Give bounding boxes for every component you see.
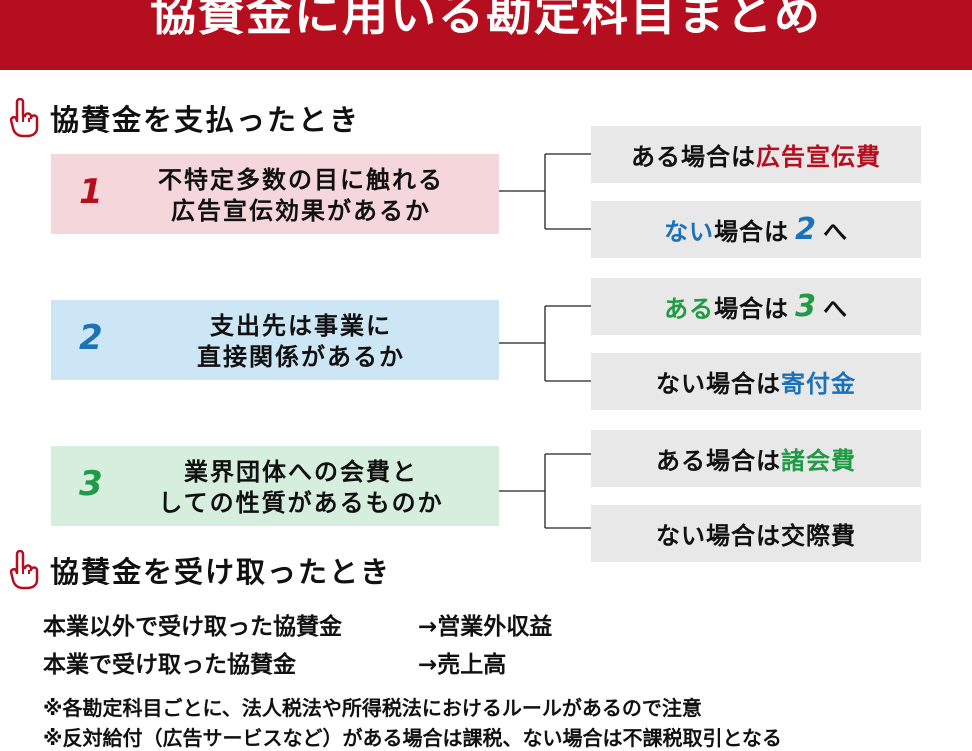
- section-heading-receiving: 協賛金を受け取ったとき: [8, 550, 391, 590]
- answer-prefix: ある: [656, 447, 706, 475]
- question-box-1: 1 不特定多数の目に触れる 広告宣伝効果があるか: [51, 154, 499, 234]
- answer-prefix: ある: [631, 143, 681, 171]
- question-number: 3: [79, 464, 103, 504]
- receiving-label: 本業以外で受け取った協賛金: [43, 614, 342, 640]
- answer-middle: 場合は: [706, 522, 781, 550]
- question-text: 支出先は事業に 直接関係があるか: [121, 311, 481, 373]
- question-box-2: 2 支出先は事業に 直接関係があるか: [51, 300, 499, 380]
- question-line-1: 業界団体への会費と: [184, 458, 418, 486]
- question-number: 2: [79, 318, 103, 358]
- answer-suffix: へ: [822, 218, 848, 246]
- answer-box-1-yes: ある場合は広告宣伝費: [591, 126, 921, 183]
- answer-middle: 場合は: [681, 143, 756, 171]
- answer-middle: 場合は: [714, 218, 790, 246]
- page-title: 協賛金に用いる勘定科目まとめ: [150, 0, 822, 41]
- answer-result: 広告宣伝費: [756, 143, 881, 171]
- flow-connectors: [499, 153, 591, 529]
- receiving-label: 本業で受け取った協賛金: [43, 652, 296, 678]
- answer-middle: 場合は: [706, 370, 781, 398]
- answer-prefix: ない: [656, 370, 706, 398]
- question-line-2: 広告宣伝効果があるか: [171, 197, 431, 225]
- receiving-row-1: 本業以外で受け取った協賛金 →営業外収益: [43, 607, 552, 641]
- answer-step-number: 3: [795, 289, 817, 324]
- receiving-result: →営業外収益: [418, 614, 553, 640]
- receiving-result: →売上高: [418, 652, 507, 678]
- receiving-row-2: 本業で受け取った協賛金 →売上高: [43, 645, 506, 679]
- answer-prefix: ない: [664, 218, 715, 246]
- header-banner: 協賛金に用いる勘定科目まとめ: [0, 0, 972, 70]
- answer-box-3-no: ない場合は交際費: [591, 505, 921, 562]
- answer-suffix: へ: [822, 295, 848, 323]
- question-number: 1: [79, 172, 103, 212]
- answer-prefix: ある: [664, 295, 715, 323]
- question-line-2: しての性質があるものか: [158, 489, 444, 517]
- answer-middle: 場合は: [714, 295, 790, 323]
- question-box-3: 3 業界団体への会費と しての性質があるものか: [51, 446, 499, 526]
- question-line-1: 支出先は事業に: [210, 312, 392, 340]
- question-text: 不特定多数の目に触れる 広告宣伝効果があるか: [121, 165, 481, 227]
- section-heading-paying: 協賛金を支払ったとき: [8, 98, 360, 138]
- answer-result: 交際費: [781, 522, 856, 550]
- answer-prefix: ない: [656, 522, 706, 550]
- note-1: ※各勘定科目ごとに、法人税法や所得税法におけるルールがあるので注意: [43, 696, 702, 720]
- section-title-receiving: 協賛金を受け取ったとき: [50, 555, 392, 589]
- section-title-paying: 協賛金を支払ったとき: [50, 103, 361, 137]
- answer-step-number: 2: [795, 212, 817, 247]
- pointing-hand-icon: [9, 98, 39, 138]
- answer-box-3-yes: ある場合は諸会費: [591, 430, 921, 487]
- question-text: 業界団体への会費と しての性質があるものか: [121, 457, 481, 519]
- question-line-1: 不特定多数の目に触れる: [158, 166, 444, 194]
- answer-result: 寄付金: [781, 370, 856, 398]
- answer-result: 諸会費: [781, 447, 856, 475]
- answer-box-2-no: ない場合は寄付金: [591, 353, 921, 410]
- pointing-hand-icon: [9, 550, 39, 590]
- note-2: ※反対給付（広告サービスなど）がある場合は課税、ない場合は不課税取引となる: [43, 726, 782, 750]
- answer-middle: 場合は: [706, 447, 781, 475]
- question-line-2: 直接関係があるか: [197, 343, 405, 371]
